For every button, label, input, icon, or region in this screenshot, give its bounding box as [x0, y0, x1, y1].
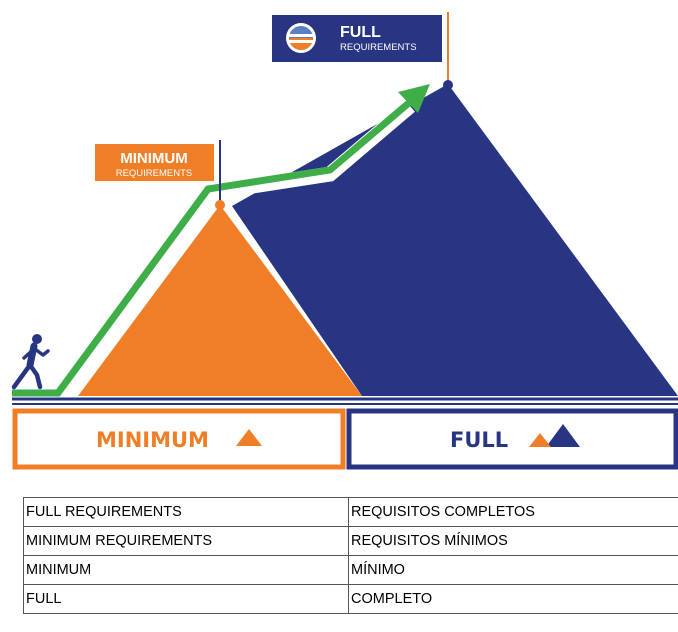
full-flag-subtitle: REQUIREMENTS — [340, 42, 417, 53]
path-arrowhead — [398, 84, 430, 113]
full-band — [346, 408, 678, 470]
spanish-term: MÍNIMO — [348, 555, 678, 585]
spanish-term: COMPLETO — [348, 584, 678, 614]
english-term: FULL — [23, 584, 349, 614]
table-row: FULL REQUIREMENTS REQUISITOS COMPLETOS — [23, 497, 678, 527]
full-band-label: FULL — [450, 428, 508, 452]
climbing-path — [12, 99, 413, 397]
two-mountains-icon — [529, 424, 580, 447]
table-row: MINIMUM REQUIREMENTS REQUISITOS MÍNIMOS — [23, 526, 678, 556]
full-summit-dot — [443, 80, 453, 90]
english-term: FULL REQUIREMENTS — [23, 497, 349, 527]
globe-logo-icon — [286, 23, 316, 53]
minimum-requirements-flag — [95, 144, 214, 181]
table-row: MINIMUM MÍNIMO — [23, 555, 678, 585]
spanish-term: REQUISITOS MÍNIMOS — [348, 526, 678, 556]
minimum-flag-title: MINIMUM — [120, 150, 188, 167]
spanish-term: REQUISITOS COMPLETOS — [348, 497, 678, 527]
table-row: FULL COMPLETO — [23, 584, 678, 614]
english-term: MINIMUM — [23, 555, 349, 585]
minimum-summit-dot — [215, 200, 225, 210]
walking-person-icon — [11, 334, 50, 390]
full-flag-title: FULL — [340, 24, 381, 41]
minimum-mountain — [78, 205, 362, 396]
minimum-band-label: MINIMUM — [96, 428, 209, 452]
orange-triangle-icon — [236, 429, 262, 446]
minimum-band — [12, 408, 346, 470]
translation-table: FULL REQUIREMENTS REQUISITOS COMPLETOS M… — [23, 497, 678, 614]
english-term: MINIMUM REQUIREMENTS — [23, 526, 349, 556]
minimum-flag-subtitle: REQUIREMENTS — [116, 168, 193, 179]
